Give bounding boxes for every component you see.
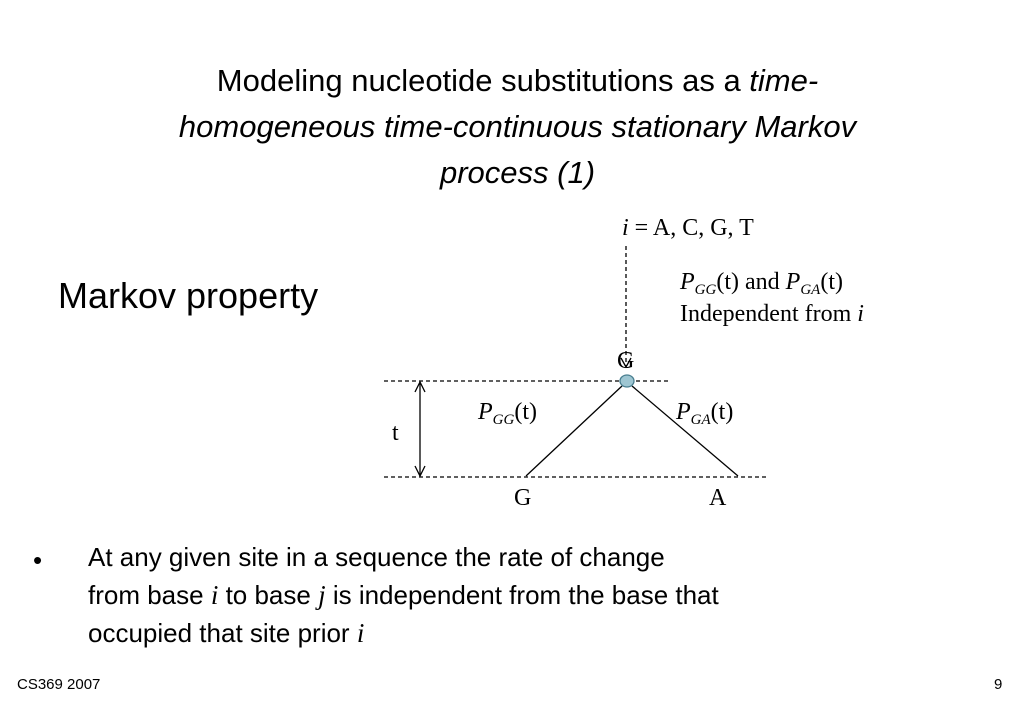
bullet-marker: • (33, 545, 43, 575)
independence-note: PGG(t) and PGA(t) Independent from i (680, 266, 864, 330)
bullet-line2: from base i to base j is independent fro… (88, 576, 888, 614)
note-p2: P (785, 269, 801, 295)
right-branch-p: P (676, 399, 691, 425)
right-branch-arg: (t) (710, 399, 734, 425)
bullet-text: At any given site in a sequence the rate… (88, 538, 888, 652)
footer-page-number: 9 (994, 676, 1003, 693)
note-p1-sub: GG (694, 282, 717, 298)
note-p2-arg: (t) (820, 269, 843, 295)
title-line3: process (1) (439, 155, 596, 190)
left-branch-sub: GG (492, 412, 515, 428)
bullet-line2-a: from base (88, 580, 211, 610)
left-leaf-label: G (514, 485, 532, 511)
time-arrow-bottom (414, 465, 426, 478)
bullet-line3-a: occupied that site prior (88, 618, 357, 648)
root-node-circle (619, 374, 635, 388)
slide-title: Modeling nucleotide substitutions as a t… (90, 58, 945, 196)
bullet-var-i: i (210, 580, 219, 610)
states-values: = A, C, G, T (628, 215, 754, 241)
vertical-arrow-head (620, 357, 632, 369)
note-line1: PGG(t) and PGA(t) (680, 266, 864, 298)
title-line2: homogeneous time-continuous stationary M… (178, 109, 857, 144)
right-branch-sub: GA (690, 412, 711, 428)
bullet-line2-c: is independent from the base that (325, 580, 719, 610)
left-branch-p: P (478, 399, 493, 425)
title-line1-italic: time- (749, 63, 819, 98)
footer-course: CS369 2007 (17, 676, 101, 693)
note-p2-sub: GA (800, 282, 821, 298)
note-line2-text: Independent from (680, 301, 858, 327)
left-branch-arg: (t) (514, 399, 537, 425)
title-line1-plain: Modeling nucleotide substitutions as a (216, 63, 750, 98)
note-and: and (739, 269, 786, 295)
note-line2: Independent from i (680, 298, 864, 330)
bullet-var-i2: i (356, 618, 365, 648)
note-line2-var: i (857, 301, 864, 327)
note-p1: P (680, 269, 695, 295)
bullet-line3: occupied that site prior i (88, 614, 888, 652)
root-label: G (617, 348, 635, 374)
time-arrow-top (414, 380, 426, 393)
right-leaf-label: A (709, 485, 727, 511)
bullet-line1: At any given site in a sequence the rate… (88, 542, 665, 572)
markov-property-heading: Markov property (58, 275, 319, 316)
right-branch-label: PGA(t) (676, 398, 734, 428)
left-branch-line (525, 385, 623, 477)
states-var: i (622, 215, 629, 241)
states-label: i = A, C, G, T (622, 214, 754, 242)
bullet-line2-b: to base (218, 580, 319, 610)
right-branch-line (631, 385, 739, 477)
note-p1-arg: (t) (716, 269, 739, 295)
time-label: t (392, 420, 399, 446)
left-branch-label: PGG(t) (478, 398, 537, 428)
bullet-var-j: j (318, 580, 326, 610)
